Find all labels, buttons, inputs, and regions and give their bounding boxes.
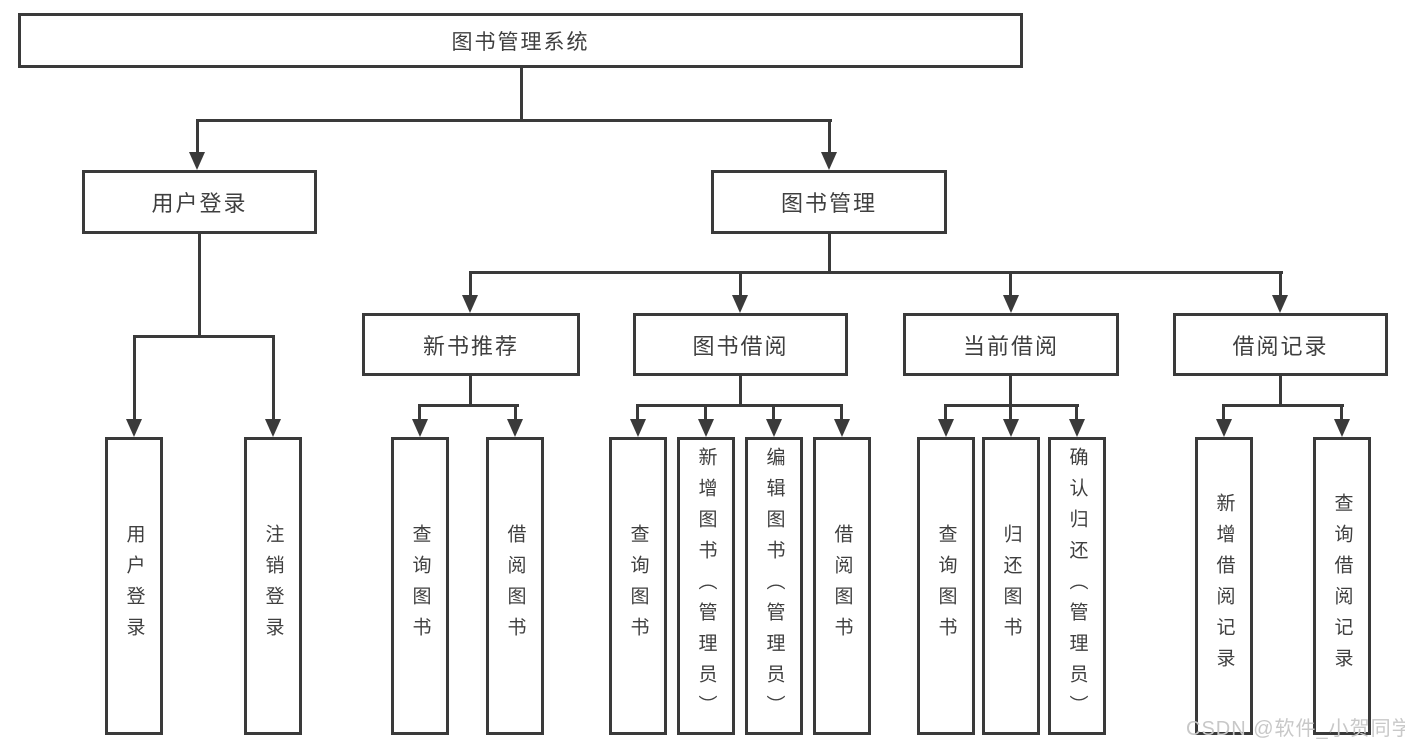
leaf-return-book: 归还图书 bbox=[982, 437, 1040, 735]
connector-line bbox=[469, 271, 1283, 274]
connector-line bbox=[1075, 404, 1078, 421]
connector-line bbox=[133, 335, 275, 338]
connector-line bbox=[469, 375, 472, 406]
connector-line bbox=[1222, 404, 1225, 421]
arrowhead-down bbox=[766, 419, 782, 437]
leaf-query-book-current: 查询图书 bbox=[917, 437, 975, 735]
leaf-query-borrow-record: 查询借阅记录 bbox=[1313, 437, 1371, 735]
connector-line bbox=[272, 335, 275, 421]
leaf-logout: 注销登录 bbox=[244, 437, 302, 735]
arrowhead-down bbox=[1003, 419, 1019, 437]
node-current-borrow: 当前借阅 bbox=[903, 313, 1119, 376]
watermark: CSDN @软件_小贺同学 bbox=[1186, 718, 1405, 740]
leaf-edit-book-admin: 编辑图书（管理员） bbox=[745, 437, 803, 735]
arrowhead-down bbox=[1272, 295, 1288, 313]
leaf-add-book-admin: 新增图书（管理员） bbox=[677, 437, 735, 735]
connector-line bbox=[828, 119, 831, 155]
connector-line bbox=[1009, 271, 1012, 297]
leaf-borrow-book-recommend: 借阅图书 bbox=[486, 437, 544, 735]
node-label: 图书管理 bbox=[780, 191, 877, 216]
node-label: 新书推荐 bbox=[422, 333, 519, 359]
arrowhead-down bbox=[1334, 419, 1350, 437]
arrowhead-down bbox=[630, 419, 646, 437]
leaf-confirm-return-admin: 确认归还（管理员） bbox=[1048, 437, 1106, 735]
connector-line bbox=[520, 67, 523, 121]
connector-line bbox=[418, 404, 421, 421]
node-user-login: 用户登录 bbox=[82, 170, 317, 234]
arrowhead-down bbox=[126, 419, 142, 437]
connector-line bbox=[1222, 404, 1344, 407]
connector-line bbox=[1340, 404, 1343, 421]
connector-line bbox=[636, 404, 843, 407]
connector-line bbox=[840, 404, 843, 421]
connector-line bbox=[828, 233, 831, 273]
connector-line bbox=[739, 375, 742, 406]
connector-line bbox=[196, 119, 832, 122]
node-label: 借阅图书 bbox=[504, 524, 526, 648]
connector-line bbox=[772, 404, 775, 421]
node-library-management-system: 图书管理系统 bbox=[18, 13, 1023, 68]
arrowhead-down bbox=[821, 152, 837, 170]
node-label: 归还图书 bbox=[1000, 524, 1022, 648]
node-label: 当前借阅 bbox=[962, 333, 1059, 359]
node-label: 新增借阅记录 bbox=[1213, 493, 1235, 679]
connector-line bbox=[636, 404, 639, 421]
connector-line bbox=[514, 404, 517, 421]
arrowhead-down bbox=[462, 295, 478, 313]
node-label: 查询图书 bbox=[627, 524, 649, 648]
connector-line bbox=[1009, 404, 1012, 421]
arrowhead-down bbox=[834, 419, 850, 437]
connector-line bbox=[944, 404, 947, 421]
arrowhead-down bbox=[732, 295, 748, 313]
connector-line bbox=[739, 271, 742, 297]
node-label: 查询图书 bbox=[935, 524, 957, 648]
leaf-borrow-book: 借阅图书 bbox=[813, 437, 871, 735]
arrowhead-down bbox=[412, 419, 428, 437]
connector-line bbox=[1279, 271, 1282, 297]
arrowhead-down bbox=[698, 419, 714, 437]
node-label: 用户登录 bbox=[151, 191, 248, 216]
leaf-add-borrow-record: 新增借阅记录 bbox=[1195, 437, 1253, 735]
leaf-user-login: 用户登录 bbox=[105, 437, 163, 735]
node-label: 用户登录 bbox=[123, 524, 145, 648]
node-label: 确认归还（管理员） bbox=[1066, 446, 1088, 726]
arrowhead-down bbox=[1216, 419, 1232, 437]
node-label: 借阅图书 bbox=[831, 524, 853, 648]
node-book-borrow: 图书借阅 bbox=[633, 313, 848, 376]
node-label: 注销登录 bbox=[262, 524, 284, 648]
node-label: 借阅记录 bbox=[1232, 333, 1329, 359]
arrowhead-down bbox=[1069, 419, 1085, 437]
leaf-query-book-recommend: 查询图书 bbox=[391, 437, 449, 735]
node-label: 查询图书 bbox=[409, 524, 431, 648]
connector-line bbox=[196, 119, 199, 155]
arrowhead-down bbox=[189, 152, 205, 170]
node-borrow-record: 借阅记录 bbox=[1173, 313, 1388, 376]
node-book-management: 图书管理 bbox=[711, 170, 947, 234]
node-label: 编辑图书（管理员） bbox=[763, 446, 785, 726]
connector-line bbox=[133, 335, 136, 421]
arrowhead-down bbox=[507, 419, 523, 437]
connector-line bbox=[469, 271, 472, 297]
node-new-book-recommend: 新书推荐 bbox=[362, 313, 580, 376]
connector-line bbox=[418, 404, 519, 407]
connector-line bbox=[1009, 375, 1012, 406]
connector-line bbox=[198, 233, 201, 337]
leaf-query-book-borrow: 查询图书 bbox=[609, 437, 667, 735]
node-label: 查询借阅记录 bbox=[1331, 493, 1353, 679]
connector-line bbox=[1279, 375, 1282, 406]
arrowhead-down bbox=[938, 419, 954, 437]
node-label: 新增图书（管理员） bbox=[695, 446, 717, 726]
node-label: 图书管理系统 bbox=[451, 30, 590, 54]
arrowhead-down bbox=[265, 419, 281, 437]
arrowhead-down bbox=[1003, 295, 1019, 313]
connector-line bbox=[704, 404, 707, 421]
node-label: 图书借阅 bbox=[692, 333, 789, 359]
